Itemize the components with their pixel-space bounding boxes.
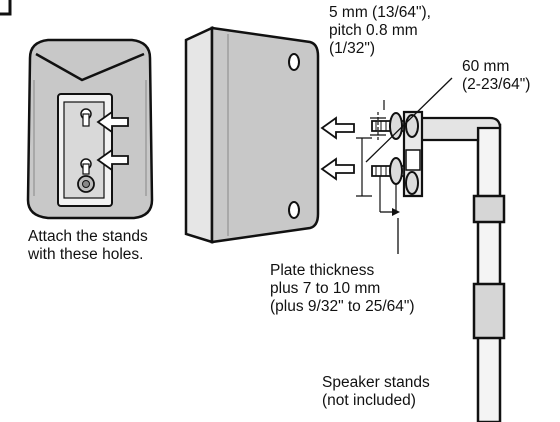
attach-line-1: Attach the stands: [28, 228, 148, 245]
bolt-size-line-3: (1/32"): [329, 40, 375, 57]
bolt-size-label: 5 mm (13/64"), pitch 0.8 mm (1/32"): [329, 4, 431, 58]
plate-line-3: (plus 9/32" to 25/64"): [270, 298, 415, 315]
plate-line-1: Plate thickness: [270, 262, 375, 279]
leader-line-60mm: [365, 77, 453, 163]
stand-bracket-assembly: [371, 110, 506, 422]
plate-thickness-label: Plate thickness plus 7 to 10 mm (plus 9/…: [270, 262, 415, 316]
speaker-side-panel: [210, 26, 320, 244]
speaker-front-face: [184, 26, 214, 244]
thumb-screw-upper: [371, 112, 419, 140]
plate-line-2: plus 7 to 10 mm: [270, 280, 381, 297]
side-hole-top: [288, 53, 300, 71]
keyhole-slot-lower: [80, 158, 92, 175]
bolt-size-line-2: pitch 0.8 mm: [329, 22, 418, 39]
mount-direction-arrow-lower: [320, 157, 355, 181]
speaker-rear-view: [26, 38, 154, 220]
stand-pipe: [476, 123, 502, 422]
bolt-size-line-1: 5 mm (13/64"),: [329, 4, 431, 21]
dimension-lines: [356, 77, 453, 254]
bolt-length-line-1: 60 mm: [462, 58, 510, 75]
attach-instruction-label: Attach the stands with these holes.: [28, 228, 148, 264]
stand-collar-upper: [472, 194, 506, 224]
hole-pointer-arrow-upper: [96, 110, 129, 134]
stands-line-1: Speaker stands: [322, 374, 430, 391]
bolt-length-label: 60 mm (2-23/64"): [462, 58, 530, 94]
corner-bracket-mark: [0, 0, 12, 16]
speaker-top-ridge: [35, 52, 145, 82]
speaker-stands-label: Speaker stands (not included): [322, 374, 430, 410]
stands-line-2: (not included): [322, 392, 416, 409]
hole-pointer-arrow-lower: [96, 148, 129, 172]
bracket-arm: [418, 116, 502, 142]
stand-collar-lower: [472, 282, 506, 340]
side-hole-bottom: [288, 201, 300, 219]
bolt-length-line-2: (2-23/64"): [462, 76, 531, 93]
keyhole-slot-upper: [80, 108, 92, 127]
speaker-side-view: [184, 26, 320, 244]
mount-direction-arrow-upper: [320, 116, 355, 140]
thumb-screw-lower: [371, 157, 419, 195]
attach-line-2: with these holes.: [28, 246, 144, 263]
